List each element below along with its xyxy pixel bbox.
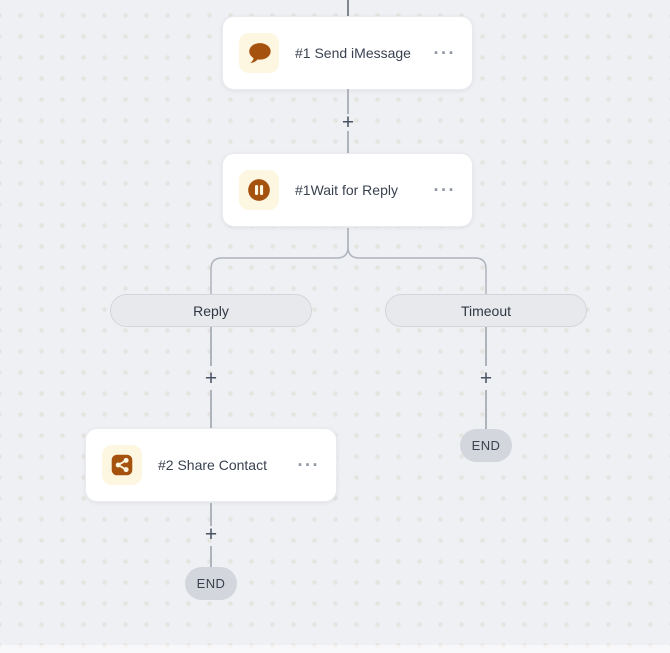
- add-step-button[interactable]: +: [341, 110, 355, 134]
- node-title: #2 Share Contact: [158, 457, 267, 473]
- connector-line: [210, 390, 212, 428]
- connector-line: [210, 503, 212, 526]
- add-step-button[interactable]: +: [204, 366, 218, 390]
- add-step-button[interactable]: +: [204, 522, 218, 546]
- connector-line: [347, 0, 349, 16]
- node-send-imessage[interactable]: #1 Send iMessage ···: [222, 16, 473, 90]
- node-share-contact[interactable]: #2 Share Contact ···: [85, 428, 337, 502]
- node-menu-button[interactable]: ···: [433, 180, 456, 200]
- connector-line: [210, 327, 212, 366]
- end-terminal: END: [185, 567, 237, 600]
- pause-icon: [239, 170, 279, 210]
- connector-line: [347, 131, 349, 153]
- add-step-button[interactable]: +: [479, 366, 493, 390]
- connector-line: [210, 546, 212, 567]
- end-terminal: END: [460, 429, 512, 462]
- connector-line: [485, 390, 487, 429]
- connector-line: [347, 89, 349, 114]
- chat-bubble-icon: [239, 33, 279, 73]
- node-menu-button[interactable]: ···: [433, 43, 456, 63]
- node-title: #1 Send iMessage: [295, 45, 411, 61]
- branch-label-reply: Reply: [110, 294, 312, 327]
- branch-connector: [210, 228, 487, 294]
- canvas-bottom-edge: [0, 645, 670, 653]
- connector-line: [485, 327, 487, 366]
- branch-label-timeout: Timeout: [385, 294, 587, 327]
- node-menu-button[interactable]: ···: [297, 455, 320, 475]
- node-wait-for-reply[interactable]: #1Wait for Reply ···: [222, 153, 473, 227]
- share-icon: [102, 445, 142, 485]
- node-title: #1Wait for Reply: [295, 182, 398, 198]
